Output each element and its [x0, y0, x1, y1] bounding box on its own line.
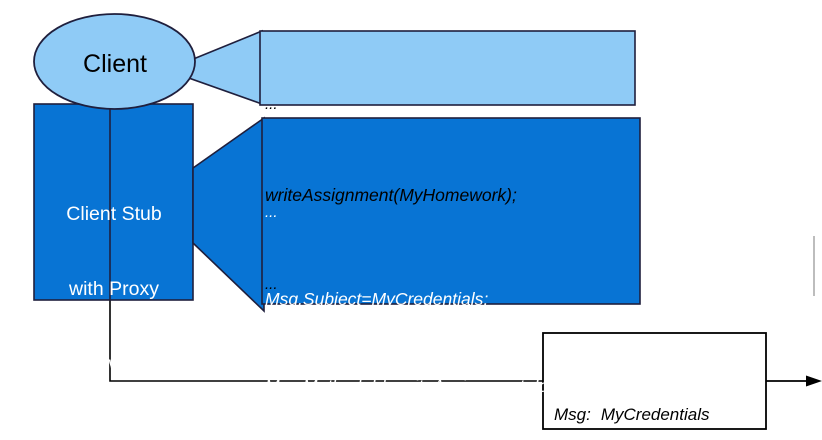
message-box-shape	[542, 332, 767, 430]
connector-message-to-server	[766, 375, 822, 387]
client-node-shape	[33, 13, 196, 110]
client-stub-shape	[33, 103, 194, 301]
client-code-callout-shape	[185, 29, 636, 106]
stub-code-callout-shape	[192, 116, 641, 313]
connector-stub-to-message	[109, 300, 543, 382]
